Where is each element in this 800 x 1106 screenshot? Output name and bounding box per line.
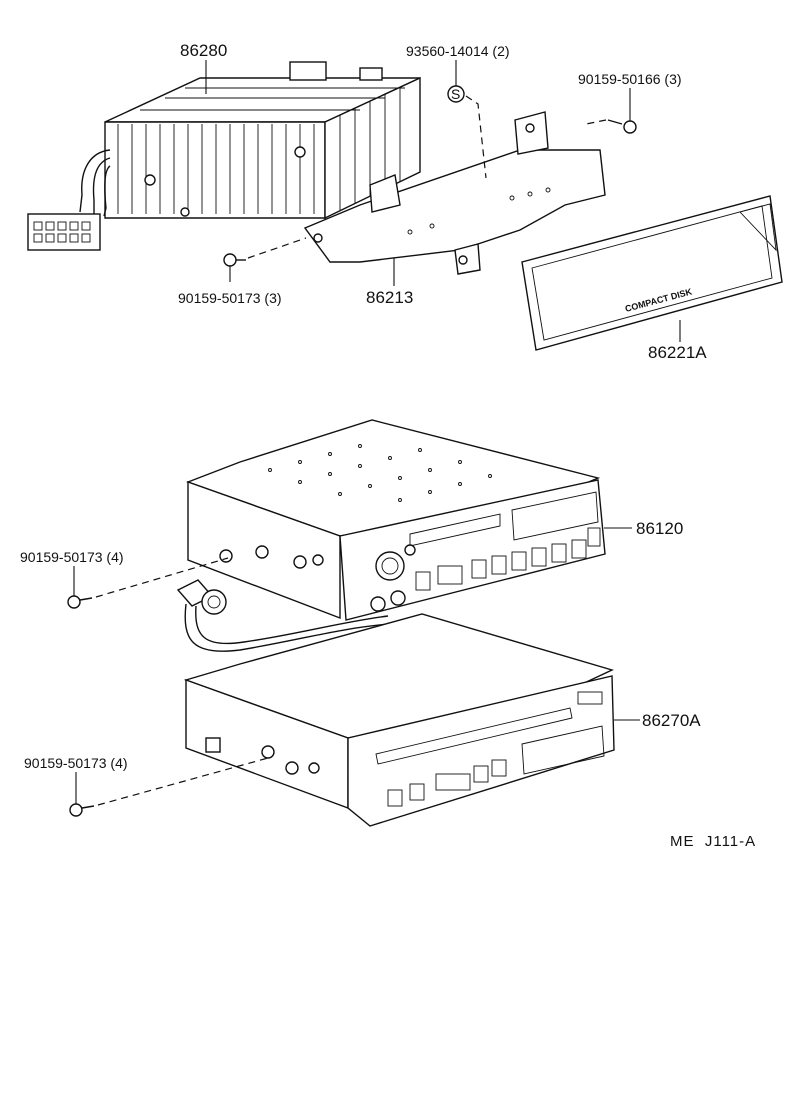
label-cover-plate: 86221A	[648, 343, 707, 362]
radio-screw	[67, 595, 93, 609]
radio-screw-leader	[95, 557, 229, 598]
amp-screw-leader	[247, 237, 307, 259]
screw-symbol-letter: S	[451, 86, 460, 102]
radio-cassette-unit	[185, 419, 606, 621]
cover-plate: COMPACT DISK	[521, 195, 783, 351]
cd-screw-leader	[97, 757, 269, 806]
label-amp-screw: 90159-50173 (3)	[178, 290, 282, 306]
label-cd-player: 86270A	[642, 711, 701, 730]
label-radio-screw: 90159-50173 (4)	[20, 549, 124, 565]
cd-screw	[69, 803, 95, 817]
reference-code: ME J111-A	[670, 833, 756, 850]
label-amplifier: 86280	[180, 41, 227, 60]
label-radio-cassette: 86120	[636, 519, 683, 538]
screw-symbol: S	[447, 85, 465, 103]
bolt-leader	[585, 119, 607, 125]
amplifier-unit	[27, 61, 421, 251]
screw-leader	[465, 95, 487, 179]
label-bracket-screw: 93560-14014 (2)	[406, 43, 510, 59]
label-cd-screw: 90159-50173 (4)	[24, 755, 128, 771]
label-bracket-bolt: 90159-50166 (3)	[578, 71, 682, 87]
bracket-bolt	[607, 119, 637, 134]
amp-screw	[223, 253, 246, 267]
mounting-bracket	[303, 111, 606, 275]
label-bracket: 86213	[366, 288, 413, 307]
cd-player-unit	[183, 613, 615, 827]
interconnect-cable	[176, 579, 391, 652]
